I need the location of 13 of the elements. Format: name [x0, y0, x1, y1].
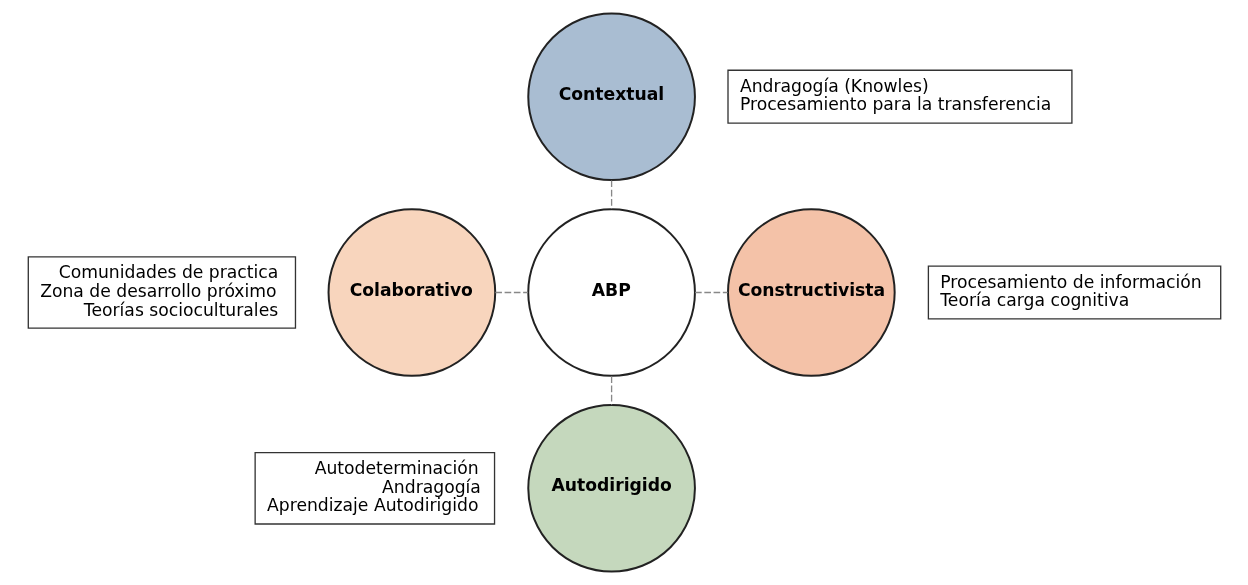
- node-box: Comunidades de practica Zona de desarrollo próximo Teorías socioculturales: [27, 256, 296, 329]
- node-circle: Autodirigido: [526, 403, 696, 573]
- node-box: Andragogía (Knowles) Procesamiento para la transferencia: [726, 69, 1073, 124]
- node-box: Autodeterminación Andragogía Aprendizaje Autodirigido: [253, 451, 495, 525]
- node-circle: ABP: [526, 208, 696, 377]
- node-circle: Constructivista: [726, 208, 896, 377]
- connector: [693, 291, 728, 294]
- connector: [610, 375, 612, 406]
- connector: [610, 179, 612, 210]
- node-circle: Colaborativo: [327, 208, 496, 377]
- node-box: Procesamiento de información Teoría carga cognitiva: [927, 265, 1221, 320]
- node-circle: Contextual: [526, 12, 696, 182]
- connector: [494, 291, 529, 294]
